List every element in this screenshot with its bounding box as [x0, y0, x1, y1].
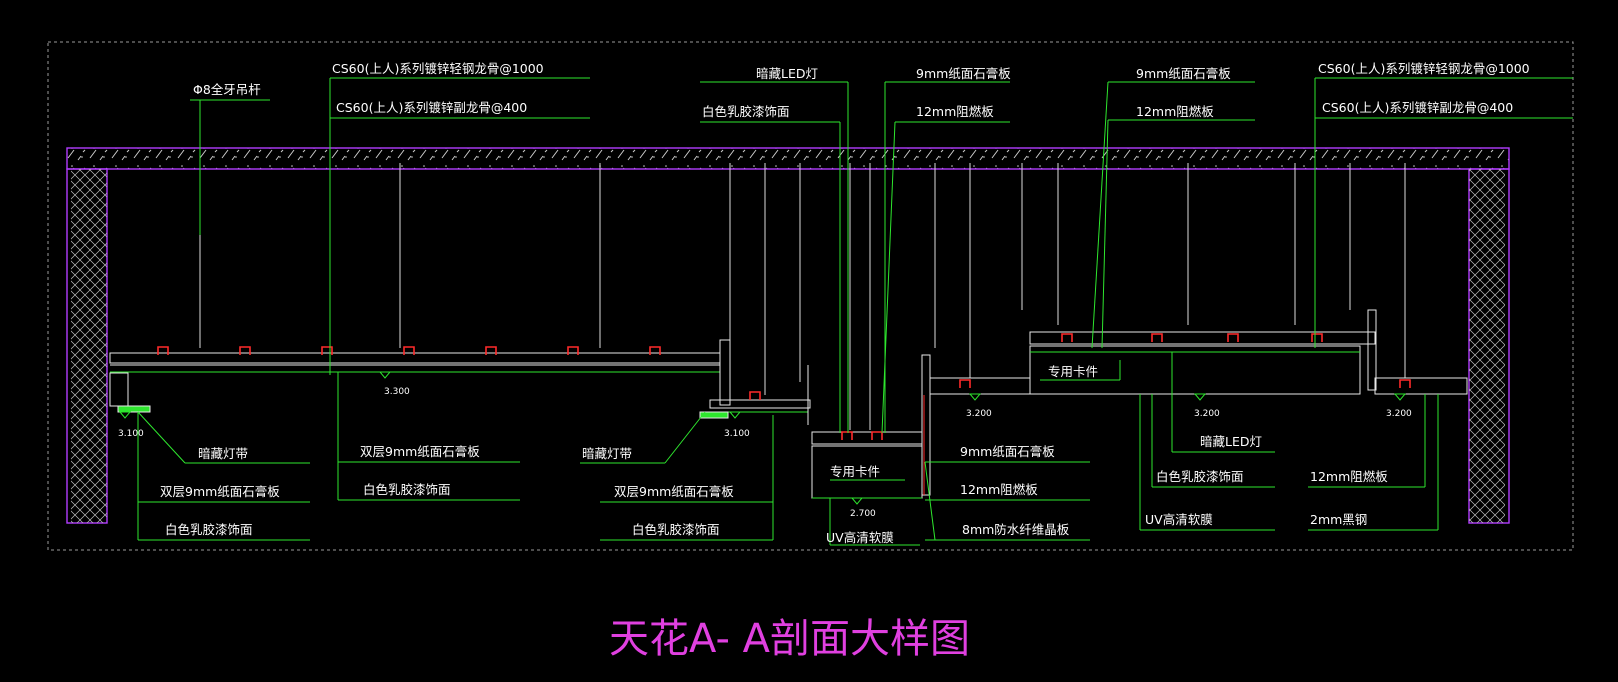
elevation-e7: 3.200: [1386, 409, 1412, 419]
led-top-label: 暗藏LED灯: [756, 66, 818, 81]
drawing-border: [47, 41, 1574, 551]
leader-lines: [137, 77, 1573, 546]
paint-top-label: 白色乳胶漆饰面: [702, 104, 790, 119]
fiberglass-label: 8mm防水纤维晶板: [962, 522, 1070, 537]
elevation-e5: 3.200: [966, 409, 992, 419]
concrete-slab: [66, 147, 1510, 170]
left-ceiling-structure: [109, 339, 811, 425]
uv-film-right-label: UV高清软膜: [1145, 512, 1213, 527]
steel-right-label: 2mm黑钢: [1310, 512, 1367, 527]
main-runner-left-label: CS60(上人)系列镀锌轻钢龙骨@1000: [332, 61, 544, 76]
main-runner-right-label: CS60(上人)系列镀锌轻钢龙骨@1000: [1318, 61, 1530, 76]
gypsum-top-right-label: 9mm纸面石膏板: [1136, 66, 1231, 81]
elevation-markers: [118, 371, 1407, 505]
left-wall: [66, 168, 108, 524]
resist-low-mid-label: 12mm阻燃板: [960, 482, 1038, 497]
elevation-e6: 3.200: [1194, 409, 1220, 419]
paint-mid2-label: 白色乳胶漆饰面: [632, 522, 720, 537]
sub-runner-right-label: CS60(上人)系列镀锌副龙骨@400: [1322, 100, 1513, 115]
sub-runner-left-label: CS60(上人)系列镀锌副龙骨@400: [336, 100, 527, 115]
light-trough-left-label: 暗藏灯带: [198, 446, 248, 461]
double-gypsum-mid2-label: 双层9mm纸面石膏板: [614, 484, 734, 499]
hanging-rods: [199, 163, 1406, 430]
right-wall: [1468, 168, 1510, 524]
paint-mid-label: 白色乳胶漆饰面: [363, 482, 451, 497]
elevation-e2: 3.100: [118, 429, 144, 439]
gypsum-low-mid-label: 9mm纸面石膏板: [960, 444, 1055, 459]
clip-mid-label: 专用卡件: [830, 464, 880, 479]
drawing-title: 天花A- A剖面大样图: [609, 616, 970, 662]
double-gypsum-mid-label: 双层9mm纸面石膏板: [360, 444, 480, 459]
paint-right-label: 白色乳胶漆饰面: [1156, 469, 1244, 484]
led-right-label: 暗藏LED灯: [1200, 434, 1262, 449]
runner-clips: [157, 333, 1411, 440]
clip-right-label: 专用卡件: [1048, 364, 1098, 379]
right-ceiling-structure: [929, 309, 1468, 395]
resist-top-right-label: 12mm阻燃板: [1136, 104, 1214, 119]
middle-trough-structure: [811, 354, 931, 499]
elevation-e3: 3.100: [724, 429, 750, 439]
resist-top-mid-label: 12mm阻燃板: [916, 104, 994, 119]
uv-film-mid-label: UV高清软膜: [826, 530, 894, 545]
light-trough-mid-label: 暗藏灯带: [582, 446, 632, 461]
resist-low-right-label: 12mm阻燃板: [1310, 469, 1388, 484]
rod-label: Φ8全牙吊杆: [193, 82, 261, 97]
paint-left-label: 白色乳胶漆饰面: [165, 522, 253, 537]
gypsum-top-mid-label: 9mm纸面石膏板: [916, 66, 1011, 81]
double-gypsum-left-label: 双层9mm纸面石膏板: [160, 484, 280, 499]
elevation-e1: 3.300: [384, 387, 410, 397]
elevation-e4: 2.700: [850, 509, 876, 519]
